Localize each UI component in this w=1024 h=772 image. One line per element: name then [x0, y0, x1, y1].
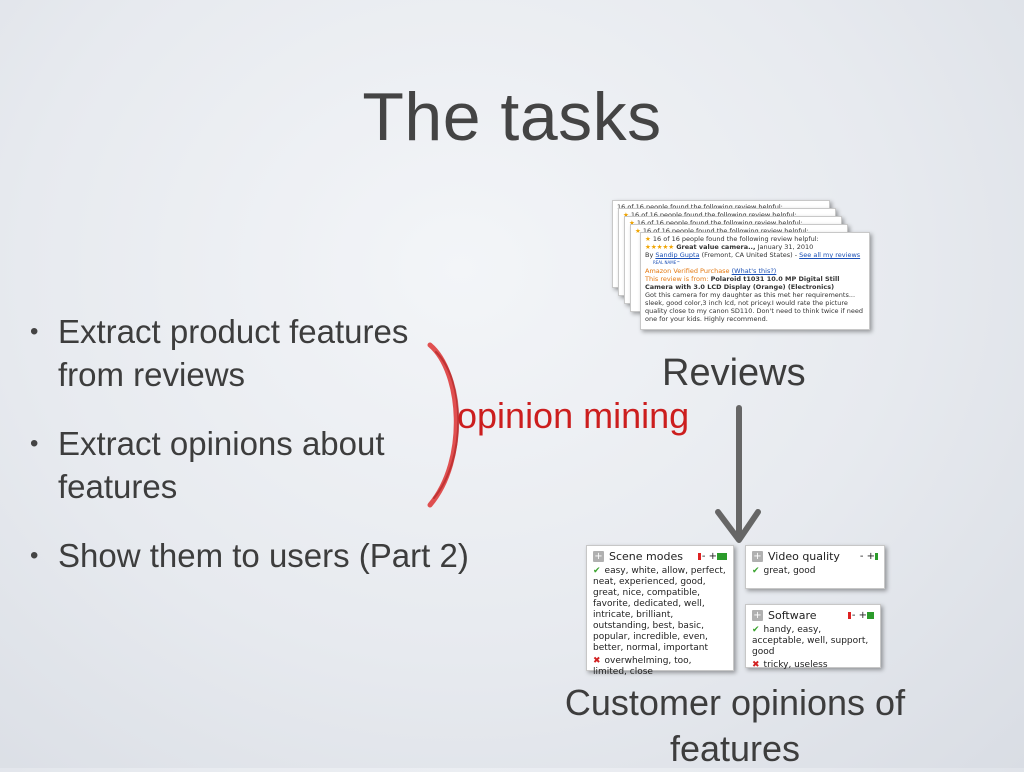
author-link[interactable]: Sandip Gupta	[655, 251, 700, 259]
cross-icon: ✖	[752, 660, 760, 670]
red-bracket	[427, 342, 459, 508]
sentiment-bar-icon: - +	[847, 610, 874, 621]
check-icon: ✔	[593, 566, 601, 576]
sentiment-bar-icon: - +	[697, 551, 727, 562]
opinion-mining-label: opinion mining	[457, 395, 690, 436]
expand-plus-icon[interactable]: +	[593, 551, 604, 562]
check-icon: ✔	[752, 625, 760, 635]
bullet-extract-features: Extract product features from reviews	[30, 310, 480, 396]
red-bracket-shade	[433, 351, 460, 499]
panel-title: Video quality	[768, 550, 840, 563]
review-headline: Great value camera..,	[676, 243, 756, 251]
expand-plus-icon[interactable]: +	[752, 610, 763, 621]
panel-title: Scene modes	[609, 550, 683, 563]
slide-title: The tasks	[362, 79, 662, 155]
panel-title: Software	[768, 609, 817, 622]
down-arrow-head	[715, 509, 761, 543]
review-body: Got this camera for my daughter as this …	[645, 291, 863, 323]
customer-opinions-label: Customer opinions of features	[564, 682, 906, 769]
cross-icon: ✖	[593, 656, 601, 666]
see-all-reviews-link[interactable]: See all my reviews	[799, 251, 861, 259]
review-card-front: ★ 16 of 16 people found the following re…	[640, 232, 870, 330]
panel-video-quality: + Video quality - + ✔great, good	[745, 545, 885, 589]
reviews-label: Reviews	[662, 352, 806, 394]
panel-software: + Software - + ✔handy, easy, acceptable,…	[745, 604, 881, 670]
panel-scene-modes: + Scene modes - + ✔easy, white, allow, p…	[586, 545, 734, 677]
star-rating: ★★★★★	[645, 243, 675, 251]
expand-plus-icon[interactable]: +	[752, 551, 763, 562]
bullet-show-users: Show them to users (Part 2)	[30, 534, 480, 577]
check-icon: ✔	[752, 566, 760, 576]
sentiment-bar-icon: - +	[860, 551, 878, 562]
whats-this-link[interactable]: (What's this?)	[731, 267, 777, 275]
bullet-extract-opinions: Extract opinions about features	[30, 422, 480, 508]
bullet-list: Extract product features from reviews Ex…	[30, 310, 480, 603]
